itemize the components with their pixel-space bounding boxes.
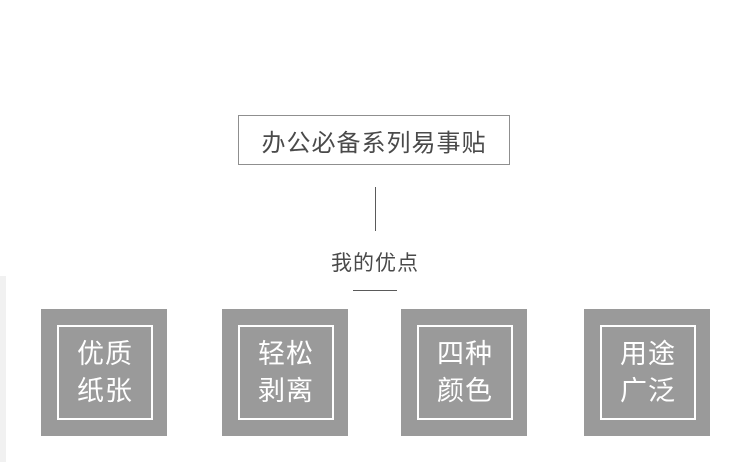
feature-label-line2: 纸张	[77, 375, 133, 407]
feature-label-line1: 四种	[437, 338, 493, 370]
feature-label-line2: 剥离	[258, 375, 314, 407]
feature-tile-quality-paper: 优质 纸张	[41, 309, 167, 436]
feature-tile-easy-peel: 轻松 剥离	[222, 309, 348, 436]
feature-frame: 用途 广泛	[600, 325, 696, 420]
feature-label-line1: 优质	[77, 338, 133, 370]
feature-tile-wide-use: 用途 广泛	[584, 309, 710, 436]
feature-frame: 轻松 剥离	[238, 325, 334, 420]
series-title-box: 办公必备系列易事贴	[238, 115, 510, 165]
advantages-heading: 我的优点	[331, 251, 419, 275]
feature-label-line2: 广泛	[620, 375, 676, 407]
feature-label-line1: 用途	[620, 338, 676, 370]
feature-label-line2: 颜色	[437, 375, 493, 407]
feature-frame: 四种 颜色	[417, 325, 513, 420]
feature-frame: 优质 纸张	[57, 325, 153, 420]
feature-tile-four-colors: 四种 颜色	[401, 309, 527, 436]
feature-label-line1: 轻松	[258, 338, 314, 370]
vertical-divider	[375, 187, 376, 231]
heading-underline	[353, 290, 397, 291]
left-edge-strip	[0, 276, 6, 462]
series-title: 办公必备系列易事贴	[261, 128, 487, 157]
